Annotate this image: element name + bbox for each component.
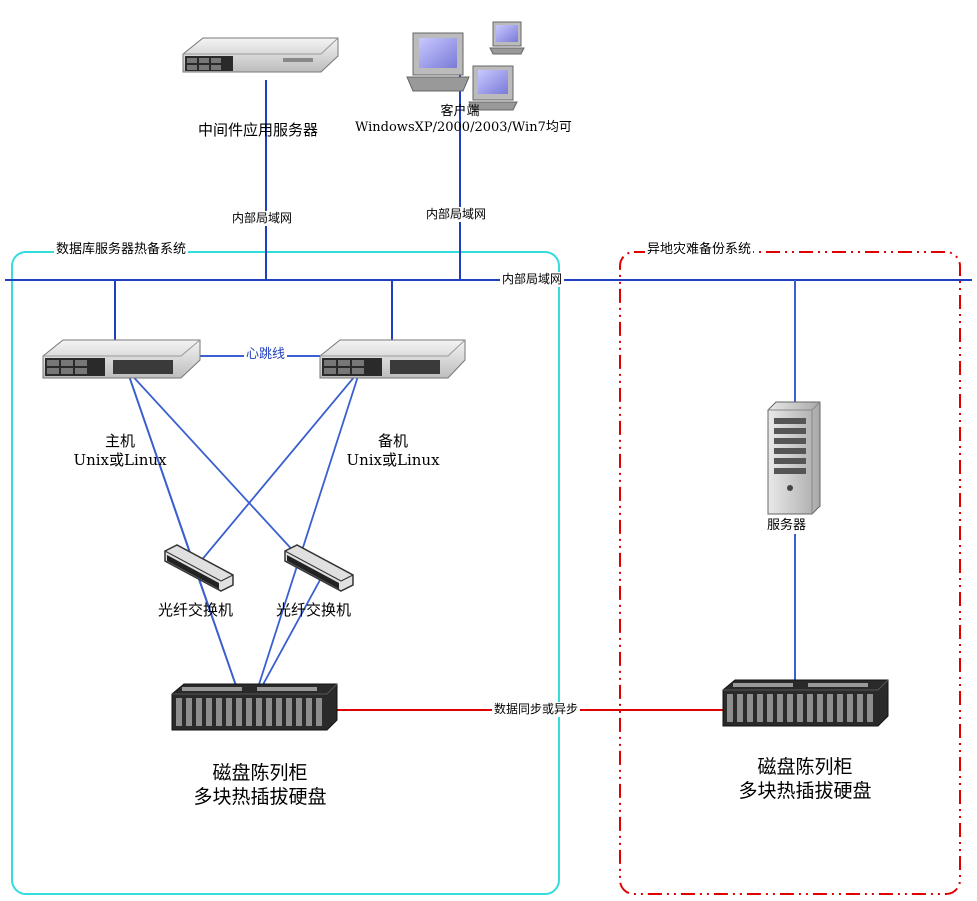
disk-array-right-desc: 多块热插拔硬盘 — [738, 779, 872, 802]
lan-backbone-label: 内部局域网 — [500, 272, 565, 287]
disk-array-right-icon — [722, 679, 889, 727]
fiber-links — [126, 369, 361, 704]
sync-label: 数据同步或异步 — [492, 702, 581, 717]
remote-server-icon — [767, 401, 821, 515]
heartbeat-label: 心跳线 — [244, 347, 288, 364]
lan-middleware-label: 内部局域网 — [230, 211, 295, 226]
fc-switch-1-label: 光纤交换机 — [158, 601, 234, 619]
client-title: 客户端 — [440, 104, 480, 119]
disk-array-left-icon — [171, 683, 338, 731]
middleware-server-icon — [182, 37, 339, 73]
hot-standby-group-label: 数据库服务器热备系统 — [54, 242, 189, 259]
client-label: 客户端 WindowsXP/2000/2003/Win7均可 — [355, 104, 572, 137]
primary-host-os: Unix或Linux — [73, 450, 167, 469]
remote-server-label: 服务器 — [765, 518, 809, 535]
primary-host-title: 主机 — [104, 432, 135, 450]
fc-switch-1-icon — [164, 544, 234, 592]
hot-standby-boundary — [11, 251, 560, 895]
disk-array-right-title: 磁盘陈列柜 — [757, 756, 853, 778]
fc-switch-2-label: 光纤交换机 — [276, 601, 352, 619]
middleware-label: 中间件应用服务器 — [198, 121, 319, 139]
disk-array-left-label: 磁盘陈列柜 多块热插拔硬盘 — [160, 762, 360, 810]
client-os: WindowsXP/2000/2003/Win7均可 — [355, 120, 572, 136]
lan-client-label: 内部局域网 — [424, 207, 489, 222]
disk-array-right-label: 磁盘陈列柜 多块热插拔硬盘 — [705, 756, 905, 804]
client-computers-icon — [406, 21, 525, 111]
standby-host-os: Unix或Linux — [346, 450, 440, 469]
primary-host-label: 主机 Unix或Linux — [65, 432, 175, 470]
standby-host-title: 备机 — [377, 432, 408, 450]
disk-array-left-desc: 多块热插拔硬盘 — [193, 785, 327, 808]
remote-backup-boundary — [619, 251, 961, 895]
remote-backup-group-label: 异地灾难备份系统 — [645, 242, 754, 259]
disk-array-left-title: 磁盘陈列柜 — [212, 762, 308, 784]
standby-host-icon — [319, 339, 466, 379]
standby-host-label: 备机 Unix或Linux — [338, 432, 448, 470]
fc-switch-2-icon — [284, 544, 354, 592]
primary-host-icon — [42, 339, 201, 379]
